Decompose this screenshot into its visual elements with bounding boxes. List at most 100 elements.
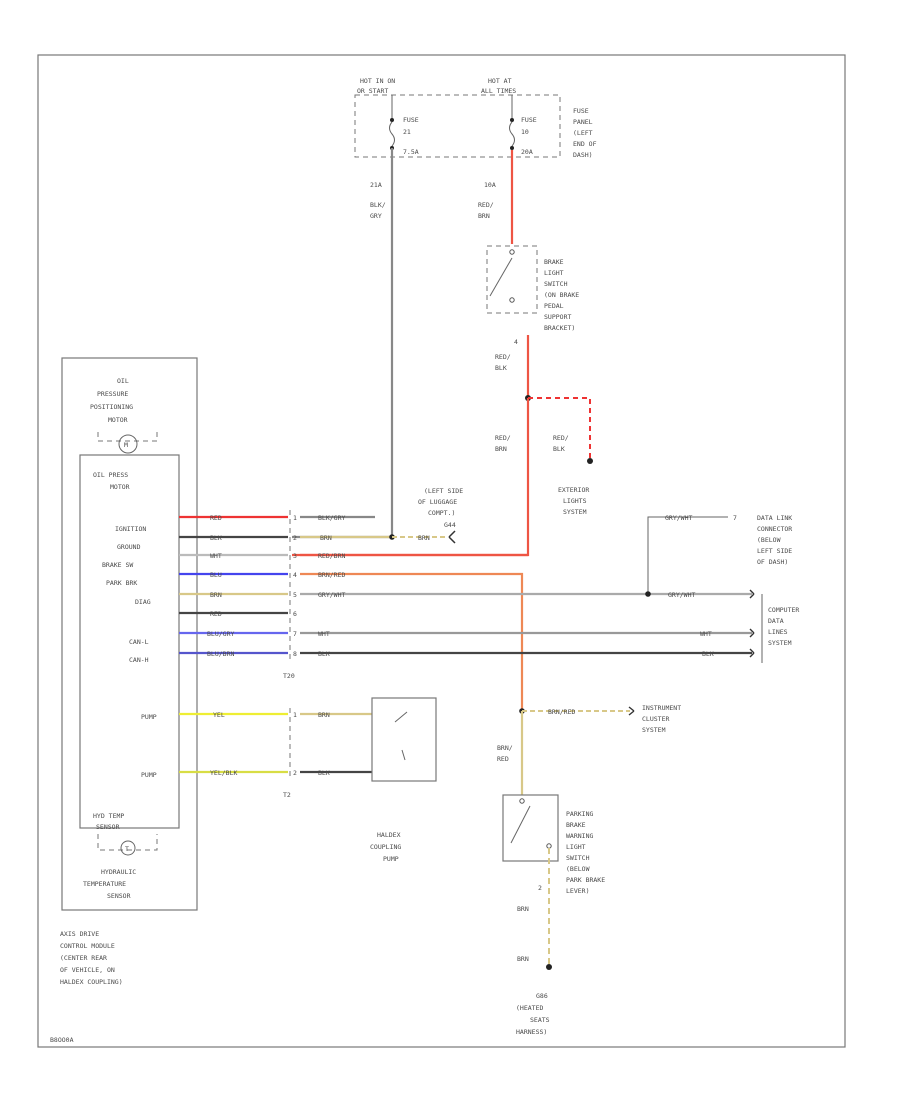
computer-wire-label-gry-wht: GRY/WHT — [668, 591, 695, 599]
wire-brn-red-label-1: BRN/ — [497, 744, 513, 752]
fuse-panel-location-1: FUSE — [573, 107, 589, 115]
park-switch-label-8: LEVER) — [566, 887, 589, 895]
t20-pin-2: 2 — [293, 534, 297, 542]
park-switch-label-4: LIGHT — [566, 843, 586, 851]
t20-wire-label-right-3: RED/BRN — [318, 552, 345, 560]
park-switch-arm — [510, 805, 531, 844]
brake-switch-label-2: LIGHT — [544, 269, 564, 277]
wire-red-brn-top-label-1: RED/ — [478, 201, 494, 209]
t2-wire-label-left-1: YEL — [213, 711, 225, 719]
wire-red-blk-label-2: BLK — [495, 364, 507, 372]
park-switch-label-5: SWITCH — [566, 854, 590, 862]
wire-brn-1-label: BRN — [517, 905, 529, 913]
brake-switch-label-4: (ON BRAKE — [544, 291, 579, 299]
t2-wire-label-right-2: BLK — [318, 769, 330, 777]
module-name-4: OF VEHICLE, ON — [60, 966, 115, 974]
park-switch-label-2: BRAKE — [566, 821, 586, 829]
seats-label-3: SEATS — [530, 1016, 550, 1024]
ground-wire-label: BRN — [418, 534, 430, 542]
hot-on-start-label-1: HOT IN ON — [360, 77, 395, 85]
fuse-10-element — [509, 121, 515, 147]
t20-wire-label-left-2: BLK — [210, 534, 222, 542]
motor-label-3: POSITIONING — [90, 403, 133, 411]
t20-pin-4: 4 — [293, 571, 297, 579]
connector-t2-name: T2 — [283, 791, 291, 799]
ground-tag: G44 — [444, 521, 456, 529]
wire-t20-4-right — [300, 572, 524, 711]
exterior-lights-label-3: SYSTEM — [563, 508, 587, 516]
seats-harness-terminal — [546, 964, 552, 970]
t20-pin-7: 7 — [293, 630, 297, 638]
park-switch-label-7: PARK BRAKE — [566, 876, 605, 884]
brake-switch-pin: 4 — [514, 338, 518, 346]
module-inner-outline — [79, 454, 180, 829]
fuse-21-rating: 7.5A — [403, 148, 419, 156]
t2-wire-label-left-2: YEL/BLK — [210, 769, 237, 777]
wire-red-blk-exterior — [528, 397, 591, 460]
fuse-21-element — [389, 121, 395, 147]
computer-label-1: COMPUTER — [768, 606, 799, 614]
motor-symbol-letter: M — [124, 441, 128, 449]
exterior-lights-terminal — [587, 458, 593, 464]
diagram-frame — [37, 54, 846, 1048]
t20-wire-label-left-5: BRN — [210, 591, 222, 599]
computer-arrow-3 — [749, 648, 755, 658]
temp-sensor-symbol-letter: T — [125, 845, 129, 853]
motor-label-4: MOTOR — [108, 416, 128, 424]
wire-red-blk-label-1: RED/ — [495, 353, 511, 361]
t2-pin-2: 2 — [293, 769, 297, 777]
data-link-label-2: CONNECTOR — [757, 525, 792, 533]
data-link-label-1: DATA LINK — [757, 514, 792, 522]
computer-label-3: LINES — [768, 628, 788, 636]
computer-data-lines: GRY/WHT WHT BLK COMPUTER DATA LINES SYST… — [668, 589, 799, 663]
t20-wire-label-right-7: WHT — [318, 630, 330, 638]
pin-label-park-brk: PARK BRK — [106, 579, 137, 587]
fuse-10-top-terminal — [510, 118, 514, 122]
ground-g44: (LEFT SIDE OF LUGGAGE COMPT.) G44 — [418, 487, 463, 529]
brake-switch-label-5: PEDAL — [544, 302, 564, 310]
park-switch-top-contact — [519, 798, 525, 804]
wire-red-brn-mid-label-2: BRN — [495, 445, 507, 453]
brake-light-switch: BRAKE LIGHT SWITCH (ON BRAKE PEDAL SUPPO… — [486, 245, 579, 332]
motor-symbol — [118, 434, 138, 454]
fuse-panel-location-4: END OF — [573, 140, 597, 148]
temp-sensor-connector-outline — [97, 834, 158, 851]
fuse-21-amp-label: 21A — [370, 181, 382, 189]
inner-label-1: OIL PRESS — [93, 471, 128, 479]
fuse-21-top-terminal — [390, 118, 394, 122]
parking-brake-warning-switch: PARKING BRAKE WARNING LIGHT SWITCH (BELO… — [502, 794, 605, 895]
data-link-pin: 7 — [733, 514, 737, 522]
hot-all-times-label-2: ALL TIMES — [481, 87, 516, 95]
pin-label-ground: GROUND — [117, 543, 141, 551]
exterior-lights-label-1: EXTERIOR — [558, 486, 589, 494]
data-link-branch — [647, 516, 728, 594]
module-name-5: HALDEX COUPLING) — [60, 978, 123, 986]
haldex-label-1: HALDEX — [377, 831, 401, 839]
fuse-10-number: 10 — [521, 128, 529, 136]
exterior-lights-label-2: LIGHTS — [563, 497, 587, 505]
pin-label-diag: DIAG — [135, 598, 151, 606]
data-link-label-3: (BELOW — [757, 536, 781, 544]
brake-switch-label-6: SUPPORT — [544, 313, 571, 321]
wire-blk-gry-label-1: BLK/ — [370, 201, 386, 209]
fuse-10-label: FUSE — [521, 116, 537, 124]
t20-wire-label-left-3: WHT — [210, 552, 222, 560]
temp-sensor-symbol — [120, 840, 136, 856]
pin-label-brake-sw: BRAKE SW — [102, 561, 133, 569]
park-switch-outline — [502, 794, 559, 862]
t20-wire-label-right-2: BRN — [320, 534, 332, 542]
fuse-panel-outline — [354, 94, 561, 158]
computer-wire-label-blk: BLK — [702, 650, 714, 658]
t20-wire-label-left-1: RED — [210, 514, 222, 522]
wire-red-blk-ext-label-2: BLK — [553, 445, 565, 453]
haldex-pump-outline — [371, 697, 437, 782]
diagram-id: B8OO0A — [50, 1036, 74, 1044]
fuse-10-amp-label: 10A — [484, 181, 496, 189]
data-link-splice — [645, 591, 651, 597]
fuse-10-bottom-terminal — [510, 146, 514, 150]
haldex-pump-contact-top — [394, 711, 408, 723]
wire-red-blk-ext-label-1: RED/ — [553, 434, 569, 442]
t20-wire-label-left-6: RED — [210, 610, 222, 618]
connector-t20-name: T20 — [283, 672, 295, 680]
